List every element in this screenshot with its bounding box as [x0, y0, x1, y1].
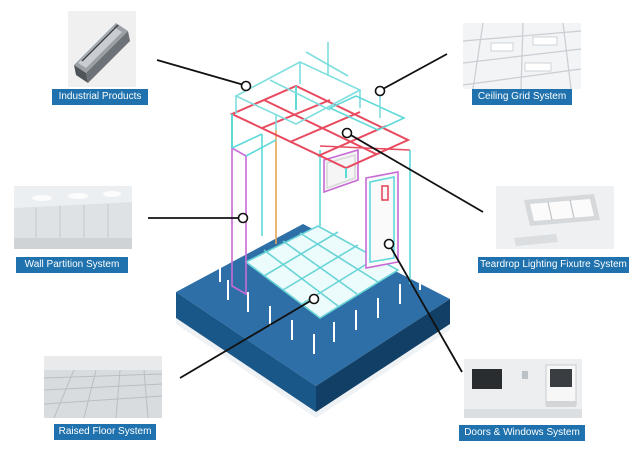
wall-panel-photo: [14, 186, 132, 249]
industrial-products-thumbnail: [68, 11, 136, 87]
raised-floor-grid: [244, 225, 400, 319]
wall-partition-thumbnail: [14, 186, 132, 249]
floor-pedestals: [219, 262, 421, 354]
industrial-strut-frame: [234, 42, 406, 131]
teardrop-light-thumbnail: [496, 186, 614, 249]
wall-partition-frame: [231, 130, 321, 296]
leader-markers: [237, 80, 395, 305]
door-window-photo: [464, 359, 582, 418]
wall-partition-system-label: Wall Partition System: [16, 257, 128, 273]
doors-windows-system-label: Doors & Windows System: [459, 425, 585, 441]
base-left-side: [176, 292, 316, 412]
teardrop-light-photo: [496, 186, 614, 249]
ceiling-grid-frame: [229, 84, 411, 178]
leader-lines: [148, 53, 484, 379]
ceiling-grid-thumbnail: [463, 23, 581, 89]
raised-floor-thumbnail: [44, 356, 162, 418]
steel-strut-channel-icon: [68, 11, 136, 87]
raised-floor-system-label: Raised Floor System: [54, 424, 156, 440]
ceiling-grid-photo: [463, 23, 581, 89]
raised-floor-photo: [44, 356, 162, 418]
industrial-products-label: Industrial Products: [52, 89, 148, 105]
teardrop-lighting-fixture-system-label: Teardrop Lighting Fixutre System: [478, 257, 629, 273]
doors-windows-thumbnail: [464, 359, 582, 418]
base-right-side: [316, 299, 450, 412]
ceiling-grid-system-label: Ceiling Grid System: [472, 89, 572, 105]
